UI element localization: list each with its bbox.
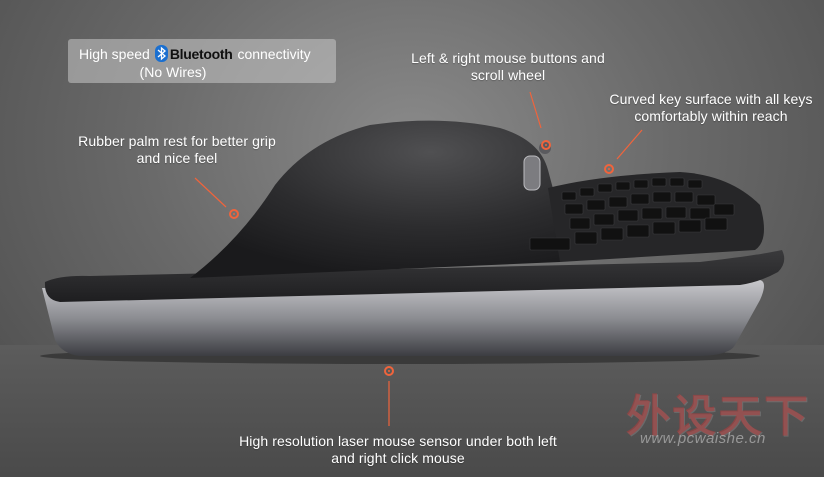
mouse-buttons-marker (541, 140, 551, 150)
bluetooth-callout: High speed Bluetooth connectivity (No Wi… (68, 39, 336, 83)
mouse-buttons-line2: scroll wheel (470, 67, 546, 83)
sensor-callout: High resolution laser mouse sensor under… (220, 433, 576, 467)
palm-rest (190, 120, 560, 278)
floor-surface (0, 345, 824, 477)
key-surface-line1: Curved key surface with all keys (609, 91, 813, 107)
palm-rest-line2: and nice feel (136, 150, 218, 166)
bluetooth-line2: (No Wires) (139, 64, 207, 80)
bluetooth-logo: Bluetooth (154, 45, 233, 62)
bluetooth-icon (154, 45, 168, 62)
mouse-buttons-callout: Left & right mouse buttons and scroll wh… (395, 50, 621, 84)
scroll-wheel (523, 155, 541, 191)
watermark-logo: 外设天下 (626, 391, 810, 442)
sensor-marker (384, 366, 394, 376)
sensor-line2: and right click mouse (331, 450, 465, 466)
sensor-line1: High resolution laser mouse sensor under… (239, 433, 557, 449)
key-surface-marker (604, 164, 614, 174)
palm-rest-line1: Rubber palm rest for better grip (78, 133, 276, 149)
palm-rest-marker (229, 209, 239, 219)
key-surface-line2: comfortably within reach (634, 108, 788, 124)
mouse-buttons-line1: Left & right mouse buttons and (411, 50, 605, 66)
bluetooth-wordmark: Bluetooth (169, 45, 233, 62)
watermark-url: www.pcwaishe.cn (640, 430, 766, 447)
silver-base (42, 280, 764, 356)
key-surface-callout: Curved key surface with all keys comfort… (598, 91, 824, 125)
bluetooth-prefix: High speed (79, 45, 150, 62)
bluetooth-suffix: connectivity (237, 45, 311, 62)
palm-rest-callout: Rubber palm rest for better grip and nic… (62, 133, 292, 167)
